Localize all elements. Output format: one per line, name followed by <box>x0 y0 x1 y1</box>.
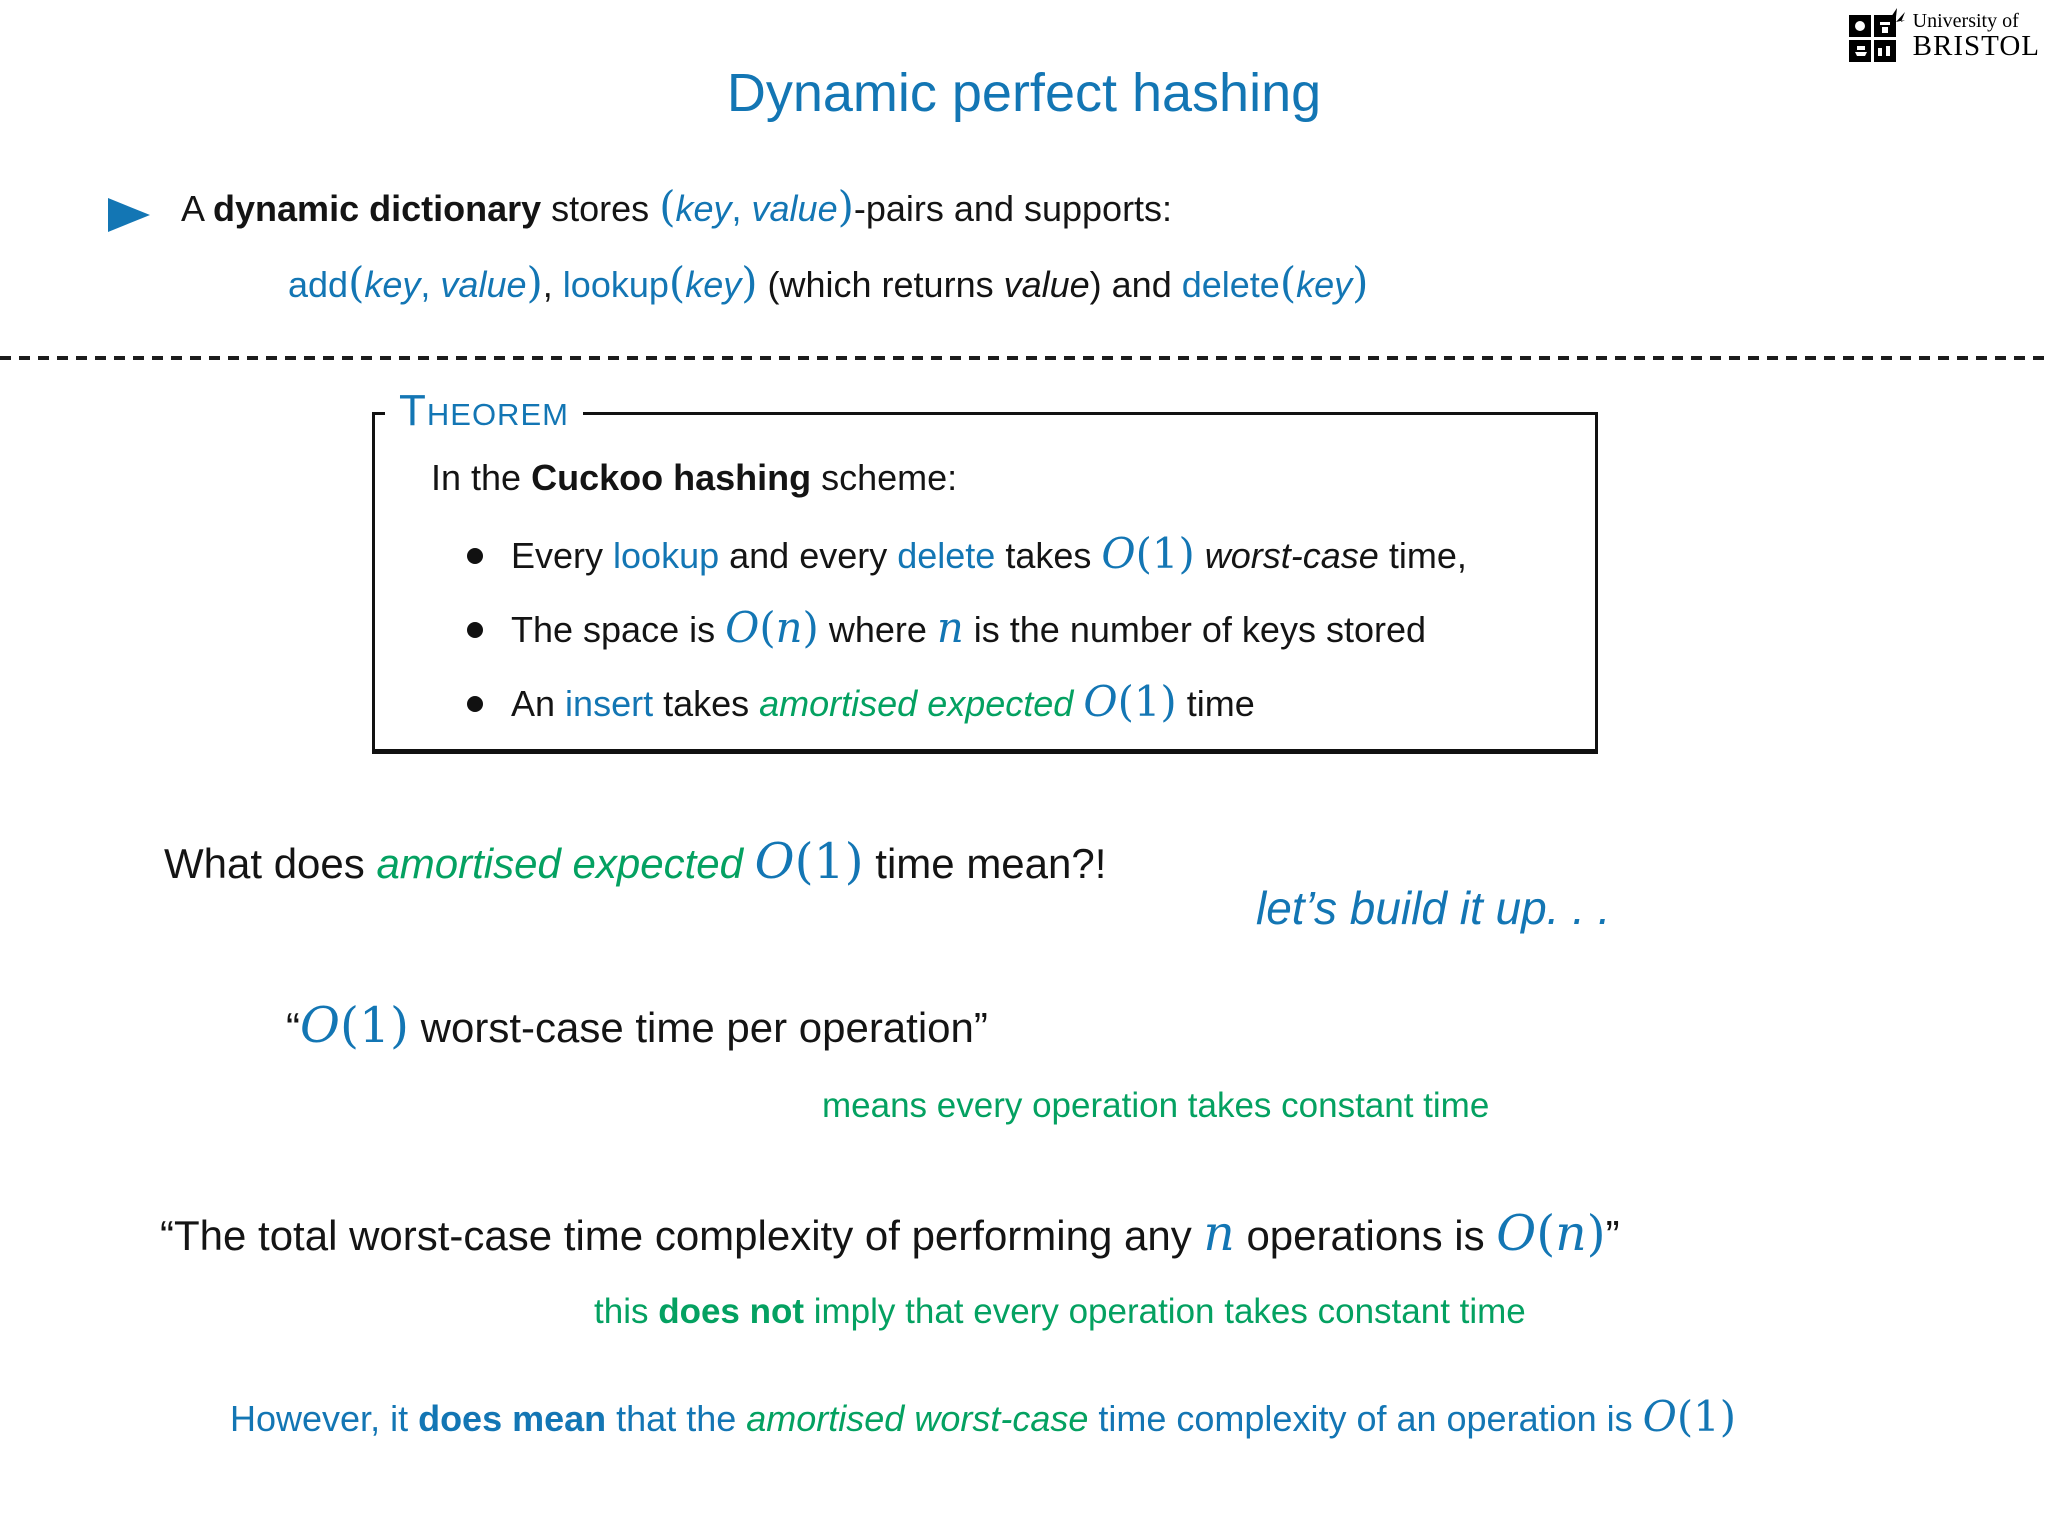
quote-total-complexity: “The total worst-case time complexity of… <box>160 1206 1620 1262</box>
aside-note: let’s build it up. . . <box>1256 882 1611 934</box>
note-means-constant: means every operation takes constant tim… <box>822 1086 1490 1125</box>
question-line: What does amortised expected O(1) time m… <box>164 834 1107 890</box>
bullet-dot-icon <box>467 696 483 712</box>
uob-logo-line1: University of <box>1912 10 2019 32</box>
uob-logo-text: University of BRISTOL <box>1913 11 2040 61</box>
uob-crest-icon <box>1847 8 1905 64</box>
theorem-bullet-text: An insert takes amortised expected O(1) … <box>511 677 1255 726</box>
uob-logo-line2: BRISTOL <box>1912 30 2040 62</box>
theorem-box: Theorem In the Cuckoo hashing scheme: Ev… <box>372 387 1598 752</box>
page-title: Dynamic perfect hashing <box>726 63 1322 123</box>
theorem-intro: In the Cuckoo hashing scheme: <box>431 457 958 498</box>
triangle-bullet-icon <box>108 198 150 232</box>
theorem-bullet-text: Every lookup and every delete takes O(1)… <box>511 529 1467 578</box>
section-divider <box>0 356 2048 360</box>
theorem-bullet: An insert takes amortised expected O(1) … <box>467 681 1255 726</box>
quote-worst-case: “O(1) worst-case time per operation” <box>286 998 988 1054</box>
theorem-bullet-text: The space is O(n) where n is the number … <box>511 603 1426 652</box>
intro-line: A dynamic dictionary stores (key, value)… <box>181 182 1173 231</box>
theorem-label: Theorem <box>385 387 583 435</box>
bullet-dot-icon <box>467 548 483 564</box>
theorem-bullet: Every lookup and every delete takes O(1)… <box>467 533 1467 578</box>
conclusion-line: However, it does mean that the amortised… <box>230 1392 1737 1441</box>
bullet-dot-icon <box>467 622 483 638</box>
uob-logo: University of BRISTOL <box>1847 8 2040 64</box>
note-does-not-imply: this does not imply that every operation… <box>594 1292 1526 1331</box>
operations-line: add(key, value), lookup(key) (which retu… <box>288 258 1369 307</box>
theorem-bullet: The space is O(n) where n is the number … <box>467 607 1426 652</box>
